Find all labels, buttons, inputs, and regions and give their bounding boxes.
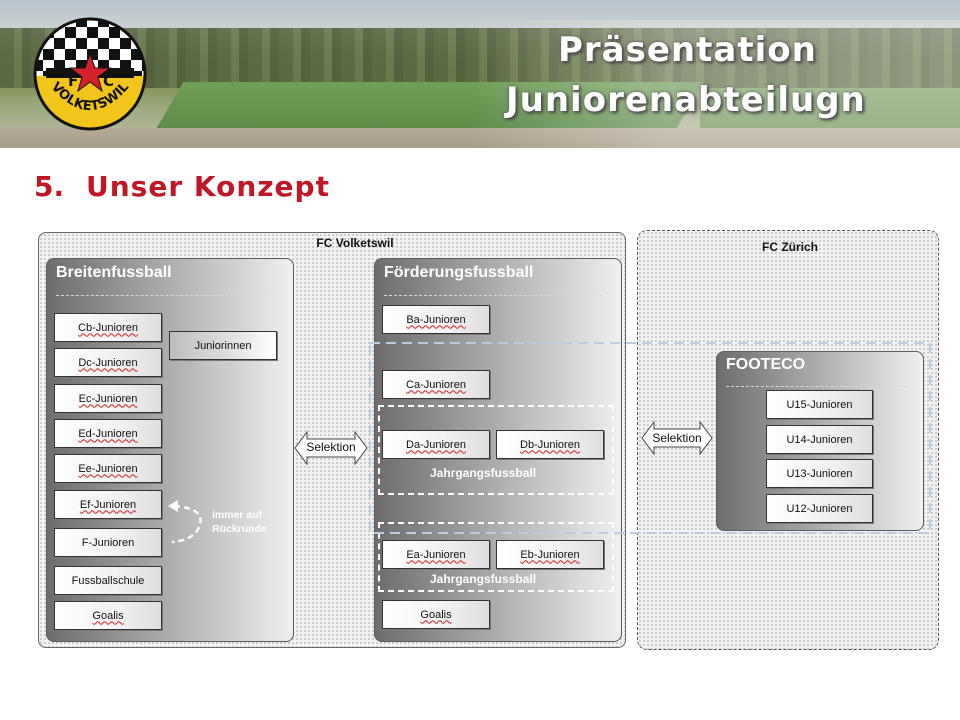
note-line-2: Rückrunde <box>212 523 267 535</box>
svg-text:C: C <box>103 72 114 90</box>
team-card-juniorinnen: Juniorinnen <box>169 331 277 360</box>
team-card-fussballschule: Fussballschule <box>54 566 162 595</box>
team-card-da: Da-Junioren <box>382 430 490 459</box>
header-banner <box>0 0 960 148</box>
team-card-cb: Cb-Junioren <box>54 313 162 342</box>
section-number: 5. <box>34 170 65 203</box>
jahrgangsfussball-label-1: Jahrgangsfussball <box>430 466 537 480</box>
selektion-label-left: Selektion <box>306 440 356 454</box>
team-card-dc: Dc-Junioren <box>54 348 162 377</box>
team-card-goalis-breiten: Goalis <box>54 601 162 630</box>
team-card-ef: Ef-Junioren <box>54 490 162 519</box>
team-card-ba: Ba-Junioren <box>382 305 490 334</box>
team-card-ec: Ec-Junioren <box>54 384 162 413</box>
team-card-f: F-Junioren <box>54 528 162 557</box>
foerderungsfussball-title: Förderungsfussball <box>384 264 534 281</box>
team-card-ee: Ee-Junioren <box>54 454 162 483</box>
team-card-u15: U15-Junioren <box>766 390 873 419</box>
svg-text:F: F <box>68 72 78 90</box>
page-title-line-1: Präsentation <box>558 30 817 70</box>
selektion-arrow-left-icon <box>294 430 368 466</box>
curved-return-arrow-icon <box>168 500 202 544</box>
banner-foreground <box>0 128 960 148</box>
jahrgangsfussball-label-2: Jahrgangsfussball <box>430 572 537 586</box>
breitenfussball-title: Breitenfussball <box>56 264 172 281</box>
page-title-line-2: Juniorenabteilugn <box>506 80 866 120</box>
team-card-u12: U12-Junioren <box>766 494 873 523</box>
team-card-u14: U14-Junioren <box>766 425 873 454</box>
footeco-rule <box>726 386 908 387</box>
banner-trees <box>0 28 960 88</box>
selektion-arrow-right-icon <box>641 420 713 456</box>
note-line-1: immer auf <box>212 509 263 521</box>
team-card-ed: Ed-Junioren <box>54 419 162 448</box>
foerderungsfussball-rule <box>384 295 602 296</box>
fc-volketswil-logo-icon: F C VOLKETSWIL <box>33 17 147 131</box>
team-card-db: Db-Junioren <box>496 430 604 459</box>
team-card-ea: Ea-Junioren <box>382 540 490 569</box>
team-card-ca: Ca-Junioren <box>382 370 490 399</box>
banner-fade <box>470 20 960 148</box>
fc-volketswil-title: FC Volketswil <box>316 236 394 250</box>
selektion-label-right: Selektion <box>652 431 702 445</box>
fc-zuerich-title: FC Zürich <box>762 240 818 254</box>
team-card-u13: U13-Junioren <box>766 459 873 488</box>
team-card-goalis-foerderung: Goalis <box>382 600 490 629</box>
banner-football-field-2 <box>700 88 960 128</box>
section-title: Unser Konzept <box>86 170 330 203</box>
footeco-title: FOOTECO <box>726 356 806 373</box>
team-card-eb: Eb-Junioren <box>496 540 604 569</box>
breitenfussball-rule <box>56 295 268 296</box>
